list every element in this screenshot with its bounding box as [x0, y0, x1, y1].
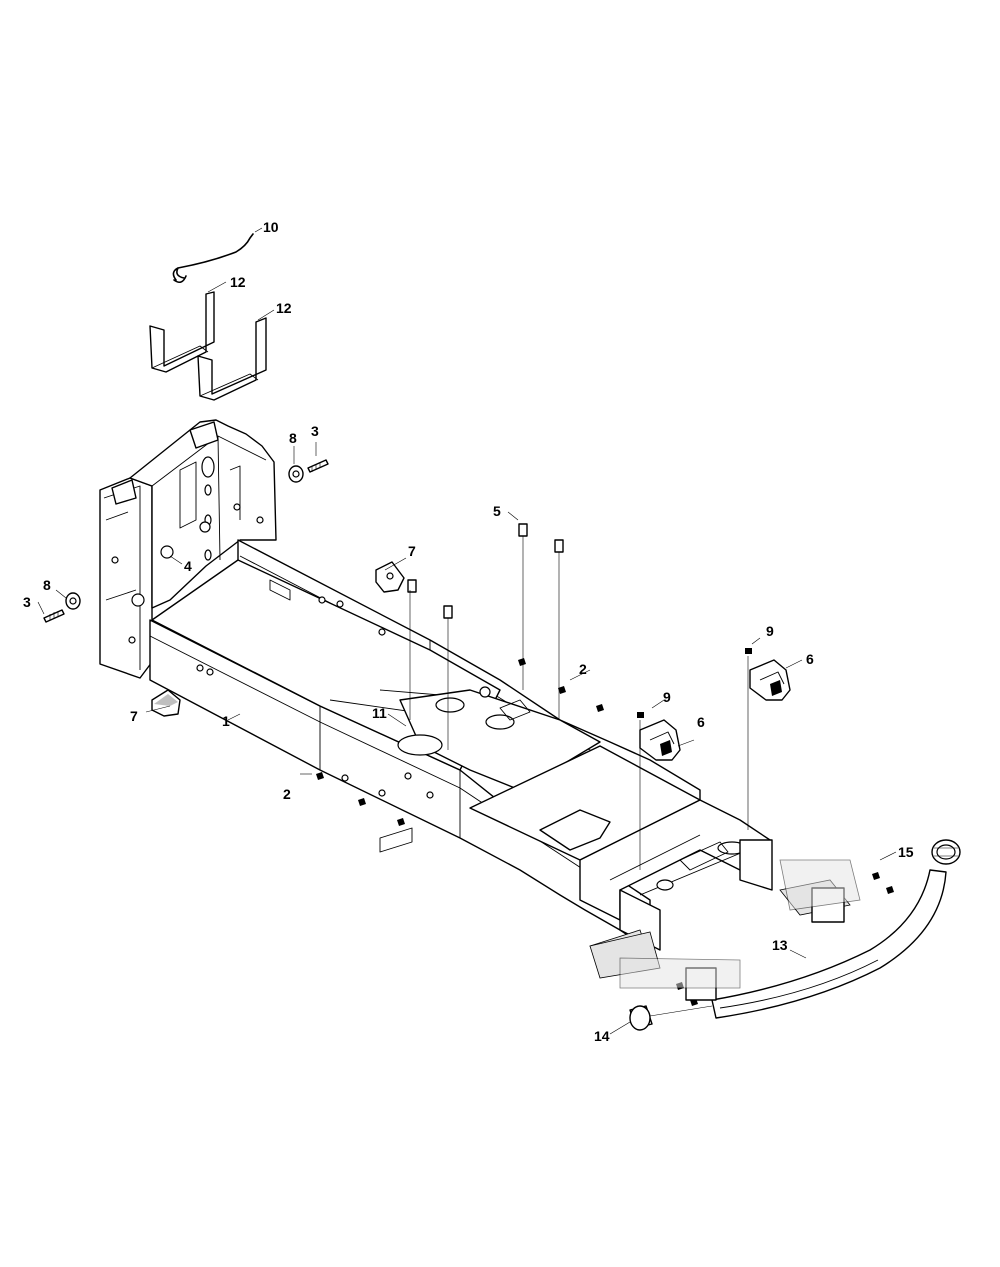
- callout-12-a: 12: [230, 274, 246, 290]
- bumper-block-upper: [375, 561, 405, 593]
- bushing-bolt-rear-right: [288, 459, 329, 483]
- callout-2-b: 2: [283, 786, 291, 802]
- end-cap-part: [931, 839, 961, 865]
- callout-8-b: 8: [43, 577, 51, 593]
- rear-bushing-part: [160, 503, 241, 559]
- front-bumper-part: [589, 859, 947, 1019]
- callout-2-a: 2: [579, 661, 587, 677]
- callout-5: 5: [493, 503, 501, 519]
- callout-9-b: 9: [766, 623, 774, 639]
- bumper-block-rear: [151, 689, 181, 717]
- axle-bracket-left: [639, 719, 681, 761]
- callout-4: 4: [184, 558, 192, 574]
- callout-15: 15: [898, 844, 914, 860]
- callout-labels: 10 12 12 3 8 3 8 4 5 7 7 2 2 1 11 9 9 6 …: [23, 219, 914, 1044]
- bushing-bolt-rear-left: [43, 592, 81, 623]
- stud-part-group: [407, 523, 564, 619]
- callout-6-a: 6: [697, 714, 705, 730]
- axle-bracket-right: [749, 659, 791, 701]
- main-frame-part: [149, 539, 851, 971]
- callout-6-b: 6: [806, 651, 814, 667]
- callout-8-a: 8: [289, 430, 297, 446]
- callout-9-a: 9: [663, 689, 671, 705]
- callout-7-a: 7: [408, 543, 416, 559]
- callout-3-b: 3: [23, 594, 31, 610]
- callout-14: 14: [594, 1028, 610, 1044]
- battery-strap-part: [149, 291, 267, 401]
- callout-11: 11: [372, 705, 387, 721]
- callout-3-a: 3: [311, 423, 319, 439]
- leader-lines: [37, 227, 897, 1035]
- hairpin-clip-part: [172, 233, 254, 284]
- callout-7-b: 7: [130, 708, 138, 724]
- callout-12-b: 12: [276, 300, 292, 316]
- callout-13: 13: [772, 937, 788, 953]
- callout-10: 10: [263, 219, 279, 235]
- callout-1: 1: [222, 713, 230, 729]
- tube-plug-part: [629, 1005, 653, 1031]
